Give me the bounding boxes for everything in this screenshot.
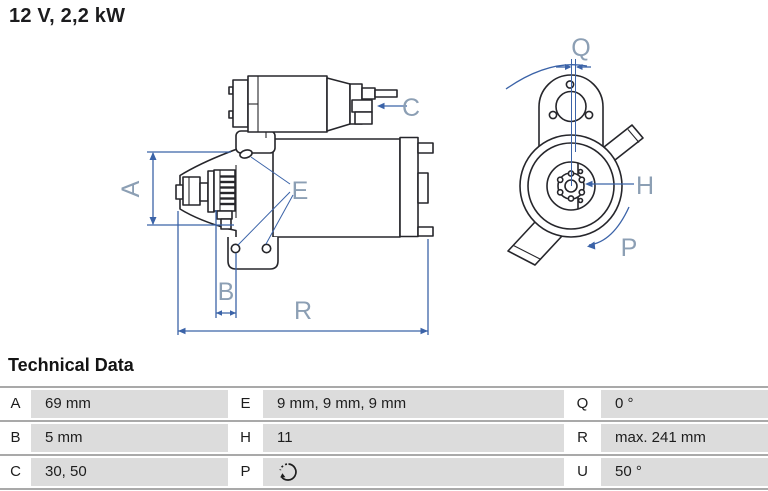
table-key-cell: E [228, 390, 263, 418]
table-key-cell: A [0, 390, 31, 418]
flange-bolt-hole [584, 110, 594, 120]
dim-label-a: A [117, 180, 145, 197]
table-value-cell: max. 241 mm [601, 424, 768, 452]
side-view-drawing: A B R [117, 75, 434, 335]
dim-label-p: P [621, 234, 638, 262]
solenoid [228, 75, 398, 133]
table-value-cell: 69 mm [31, 390, 228, 418]
dimension-b: B [215, 210, 237, 318]
table-key-cell: C [0, 458, 31, 486]
pointer-c: C [377, 94, 420, 122]
housing-hole [239, 149, 253, 159]
dimension-q: Q [505, 34, 591, 186]
table-key-cell: P [228, 458, 263, 486]
dim-label-b: B [218, 278, 235, 306]
table-value-cell [263, 458, 564, 486]
solenoid-collar [235, 130, 276, 154]
pinion-gear-assembly [175, 169, 236, 230]
dimension-a: A [117, 151, 234, 226]
dimension-r: R [177, 211, 429, 335]
pointer-e: E [237, 156, 309, 246]
table-key-cell: Q [564, 390, 601, 418]
swing-arc [505, 64, 588, 90]
dim-label-q: Q [571, 34, 590, 62]
flange-hole [261, 243, 272, 254]
table-value-cell: 0 ° [601, 390, 768, 418]
rotation-direction-icon [279, 463, 297, 481]
table-key-cell: R [564, 424, 601, 452]
dim-label-h: H [636, 172, 654, 200]
flange-bolt-hole [548, 110, 558, 120]
table-value-cell: 30, 50 [31, 458, 228, 486]
solenoid-terminals [351, 87, 398, 125]
table-value-cell: 50 ° [601, 458, 768, 486]
table-row: C 30, 50 P U 50 ° [0, 454, 768, 488]
table-key-cell: B [0, 424, 31, 452]
section-heading: Technical Data [8, 355, 134, 375]
page-title: 12 V, 2,2 kW [9, 5, 126, 27]
motor-body [272, 136, 434, 238]
dim-label-e: E [292, 177, 309, 205]
dim-label-r: R [294, 297, 312, 325]
table-key-cell: U [564, 458, 601, 486]
table-value-cell: 5 mm [31, 424, 228, 452]
flange-bolt-hole [565, 80, 575, 89]
table-row: B 5 mm H 11 R max. 241 mm [0, 420, 768, 454]
table-row: A 69 mm E 9 mm, 9 mm, 9 mm Q 0 ° [0, 388, 768, 420]
table-value-cell: 9 mm, 9 mm, 9 mm [263, 390, 564, 418]
starter-motor-drawing: A B R [117, 34, 654, 335]
technical-data-table: A 69 mm E 9 mm, 9 mm, 9 mm Q 0 ° B 5 mm … [0, 386, 768, 490]
flange-hole [230, 243, 241, 254]
table-key-cell: H [228, 424, 263, 452]
rotation-arrow-p: P [587, 206, 638, 262]
mounting-flange [227, 149, 279, 270]
dim-label-c: C [402, 94, 420, 122]
table-value-cell: 11 [263, 424, 564, 452]
pointer-h: H [585, 172, 654, 200]
end-view-drawing: Q H P [505, 34, 654, 266]
